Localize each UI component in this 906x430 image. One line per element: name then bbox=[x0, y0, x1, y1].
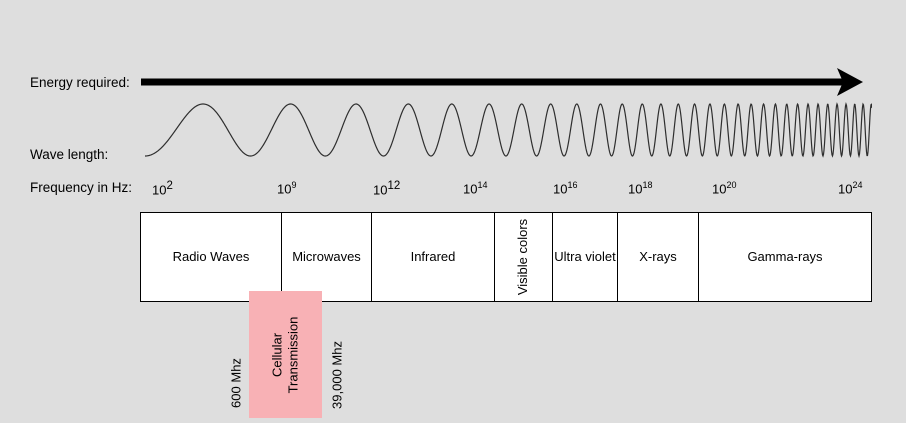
band-microwaves: Microwaves bbox=[282, 213, 372, 301]
cellular-transmission-label: Cellular Transmission bbox=[269, 316, 301, 393]
frequency-tick-10e9: 109 bbox=[277, 180, 297, 197]
frequency-tick-10e2: 102 bbox=[152, 180, 173, 198]
wavelength-chirp-wave bbox=[145, 102, 872, 159]
frequency-tick-10e12: 1012 bbox=[373, 180, 401, 198]
band-infrared-label: Infrared bbox=[410, 249, 456, 264]
band-ultra-violet-label: Ultra violet bbox=[554, 249, 616, 264]
band-infrared: Infrared bbox=[372, 213, 495, 301]
band-visible-colors: Visible colors bbox=[495, 213, 553, 301]
cellular-min-frequency-label: 600 Mhz bbox=[228, 358, 244, 408]
band-ultra-violet: Ultra violet bbox=[553, 213, 618, 301]
band-x-rays: X-rays bbox=[618, 213, 699, 301]
wavelength-label: Wave length: bbox=[30, 147, 109, 162]
band-radio-waves-label: Radio Waves bbox=[172, 249, 250, 264]
window-edge bbox=[0, 423, 906, 430]
band-gamma-rays: Gamma-rays bbox=[699, 213, 871, 301]
band-x-rays-label: X-rays bbox=[639, 249, 677, 264]
frequency-tick-10e20: 1020 bbox=[712, 180, 737, 197]
band-gamma-rays-label: Gamma-rays bbox=[747, 249, 823, 264]
frequency-tick-10e16: 1016 bbox=[553, 180, 578, 197]
frequency-axis-label: Frequency in Hz: bbox=[30, 180, 133, 195]
cellular-max-frequency-label: 39,000 Mhz bbox=[329, 341, 345, 409]
frequency-tick-10e14: 1014 bbox=[463, 180, 488, 197]
band-visible-colors-label: Visible colors bbox=[515, 218, 531, 296]
frequency-tick-10e18: 1018 bbox=[628, 180, 653, 197]
band-microwaves-label: Microwaves bbox=[292, 249, 361, 264]
frequency-tick-10e24: 1024 bbox=[838, 180, 863, 197]
energy-arrow-icon bbox=[141, 68, 863, 96]
energy-required-label: Energy required: bbox=[30, 75, 130, 90]
spectrum-band-row: Radio Waves Microwaves Infrared Visible … bbox=[140, 212, 872, 302]
band-radio-waves: Radio Waves bbox=[141, 213, 282, 301]
cellular-transmission-highlight: Cellular Transmission bbox=[249, 291, 322, 418]
